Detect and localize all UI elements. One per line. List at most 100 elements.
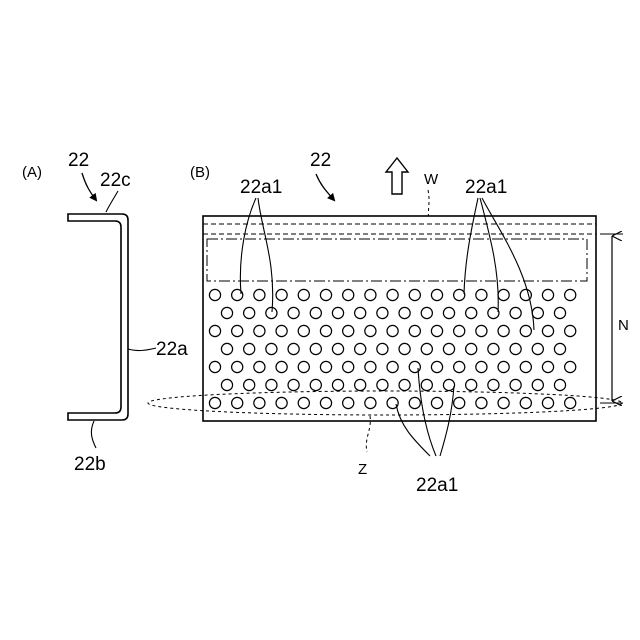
hole: [365, 397, 376, 408]
hole: [320, 361, 331, 372]
ref-22b-leader: [91, 421, 96, 448]
hole: [254, 325, 265, 336]
hole: [320, 397, 331, 408]
hole: [288, 307, 299, 318]
hole: [488, 307, 499, 318]
hole: [332, 307, 343, 318]
hole: [365, 361, 376, 372]
hole: [298, 325, 309, 336]
hole: [454, 397, 465, 408]
hole: [454, 289, 465, 300]
hole: [209, 361, 220, 372]
hole: [266, 343, 277, 354]
hole: [266, 307, 277, 318]
hole: [476, 325, 487, 336]
ref-z: Z: [358, 461, 367, 478]
hole: [520, 361, 531, 372]
hole: [387, 289, 398, 300]
hole: [476, 289, 487, 300]
hole: [276, 361, 287, 372]
hole: [542, 361, 553, 372]
hole: [510, 307, 521, 318]
ref-22-b-arrow: [316, 174, 334, 200]
ref-w: W: [424, 171, 439, 188]
channel-profile: [68, 214, 128, 420]
hole: [355, 379, 366, 390]
hole: [244, 343, 255, 354]
hole: [298, 361, 309, 372]
hole: [421, 379, 432, 390]
hole: [288, 379, 299, 390]
up-arrow-icon: [386, 158, 408, 194]
hole: [532, 379, 543, 390]
hole: [310, 343, 321, 354]
hole: [343, 361, 354, 372]
hole: [343, 289, 354, 300]
hole: [510, 343, 521, 354]
ref-22c-leader: [106, 191, 118, 212]
hole: [221, 343, 232, 354]
hole: [421, 343, 432, 354]
hole: [476, 361, 487, 372]
hole: [377, 343, 388, 354]
hole: [332, 379, 343, 390]
hole: [254, 361, 265, 372]
hole: [343, 325, 354, 336]
hole: [498, 361, 509, 372]
hole: [276, 289, 287, 300]
ref-22a1-top-left: 22a1: [240, 177, 282, 198]
hole: [542, 397, 553, 408]
hole: [288, 343, 299, 354]
hole: [254, 397, 265, 408]
hole: [399, 379, 410, 390]
hole: [209, 289, 220, 300]
ref-22a1-bottom: 22a1: [416, 475, 458, 496]
hole: [466, 343, 477, 354]
hole: [221, 379, 232, 390]
hole: [409, 289, 420, 300]
hole: [377, 379, 388, 390]
hole: [399, 343, 410, 354]
hole: [554, 343, 565, 354]
hole: [454, 361, 465, 372]
hole: [565, 397, 576, 408]
hole: [298, 289, 309, 300]
hole: [276, 397, 287, 408]
hole: [565, 361, 576, 372]
hole: [254, 289, 265, 300]
figure-b: (B) 22 W Z 22a1 22a1 22a1: [148, 150, 629, 496]
hole: [466, 379, 477, 390]
hole: [498, 289, 509, 300]
ref-22a-leader: [128, 348, 156, 351]
hole: [488, 379, 499, 390]
panel-label-b: (B): [190, 164, 210, 181]
hole: [310, 307, 321, 318]
hole: [399, 307, 410, 318]
hole: [443, 307, 454, 318]
hole: [244, 379, 255, 390]
ref-22a1-top-right: 22a1: [465, 177, 507, 198]
hole: [209, 397, 220, 408]
hole: [454, 325, 465, 336]
hole: [244, 307, 255, 318]
hole: [542, 325, 553, 336]
hole: [320, 325, 331, 336]
hole: [498, 397, 509, 408]
ref-22b: 22b: [74, 454, 106, 475]
hole: [409, 397, 420, 408]
hole: [232, 397, 243, 408]
hole: [476, 397, 487, 408]
ref-22c: 22c: [100, 170, 131, 191]
hole: [443, 379, 454, 390]
ref-22-b: 22: [310, 150, 331, 171]
hole: [431, 325, 442, 336]
hole: [466, 307, 477, 318]
hole: [298, 397, 309, 408]
hole: [409, 325, 420, 336]
hole: [520, 397, 531, 408]
hole: [387, 325, 398, 336]
hole: [266, 379, 277, 390]
hole: [554, 379, 565, 390]
hole: [565, 289, 576, 300]
